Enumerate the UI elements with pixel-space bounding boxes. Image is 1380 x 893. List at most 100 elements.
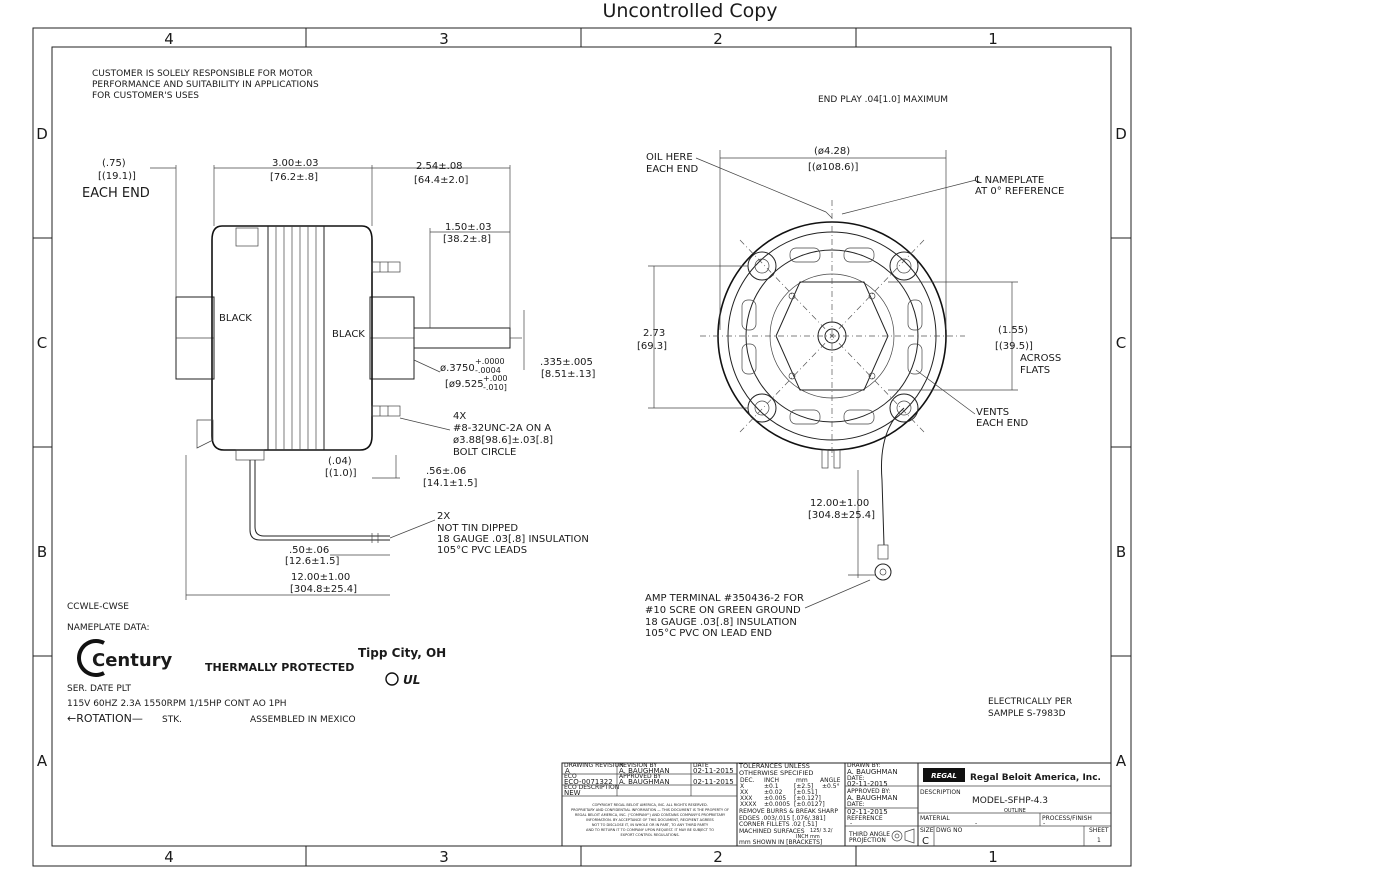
col-label-top-3: 3 (439, 30, 449, 48)
dim-155-in: (1.55) (998, 325, 1028, 336)
dim-273-mm: [69.3] (637, 341, 667, 352)
rotation-arrow-label: ←ROTATION— (67, 712, 143, 725)
tb-eco: ECO-0071322 (564, 778, 613, 786)
tipp-city: Tipp City, OH (358, 646, 446, 660)
electrically-line-1: ELECTRICALLY PER (988, 697, 1072, 707)
tb-proprietary-5: NOT TO DISCLOSE IT, IN WHOLE OR IN PART,… (592, 823, 709, 827)
dim-273-in: 2.73 (643, 328, 665, 339)
shaft-dia-mm-upper: +.000 (483, 374, 508, 383)
amp-terminal-line-2: #10 SCRE ON GREEN GROUND (645, 605, 801, 616)
end-play-note: END PLAY .04[1.0] MAXIMUM (818, 95, 948, 105)
tb-projection-2: PROJECTION (849, 837, 886, 844)
electrically-line-2: SAMPLE S-7983D (988, 709, 1066, 719)
col-label-bottom-1: 1 (988, 848, 998, 866)
nameplate-ser-line: SER. DATE PLT (67, 684, 132, 694)
tb-date3-label: DATE: (847, 801, 865, 808)
ul-mark-text: UL (403, 673, 420, 687)
tb-tol-note-5: mm SHOWN IN [BRACKETS] (739, 839, 822, 846)
leads-gauge: 18 GAUGE .03[.8] INSULATION (437, 534, 589, 545)
title-block-labels: DRAWING REVISION A REVISION BY A. BAUGHM… (564, 762, 1109, 847)
dim-56-mm: [14.1±1.5] (423, 478, 477, 489)
tb-tol-col-dec: DEC. (740, 777, 755, 784)
col-label-bottom-3: 3 (439, 848, 449, 866)
ul-certification-icon: UL (385, 672, 420, 687)
tb-eco-desc: NEW (564, 789, 581, 797)
row-label-right-c: C (1116, 334, 1126, 352)
nameplate-ref-line-1: ℄ NAMEPLATE (974, 175, 1044, 186)
leads-pvc: 105°C PVC LEADS (437, 545, 527, 556)
customer-note: CUSTOMER IS SOLELY RESPONSIBLE FOR MOTOR… (92, 69, 319, 101)
tb-proprietary-4: INFORMATION. BY ACCEPTANCE OF THIS DOCUM… (586, 818, 714, 822)
tb-sheet: 1 (1097, 837, 1101, 844)
dim-254-mm: [64.4±2.0] (414, 175, 468, 186)
col-label-bottom-4: 4 (164, 848, 174, 866)
tb-drawing-revision-label: DRAWING REVISION (564, 762, 624, 769)
tb-tol-r4-dec: XXXX (740, 801, 756, 808)
black-lead-label-left: BLACK (219, 313, 252, 324)
tb-size: C (922, 836, 929, 847)
tb-tol-header-1: TOLERANCES UNLESS (738, 762, 810, 770)
dim-150-in: 1.50±.03 (445, 222, 492, 233)
tb-dwg-label: DWG NO (936, 827, 963, 834)
oil-here-line-1: OIL HERE (646, 152, 693, 163)
nameplate-ref-line-2: AT 0° REFERENCE (975, 186, 1064, 197)
tb-projection-1: THIRD ANGLE (848, 831, 890, 838)
front-view-labels: OIL HERE EACH END (ø4.28) [(ø108.6)] ℄ N… (637, 146, 1064, 639)
tb-date: 02-11-2015 (693, 767, 734, 775)
tb-size-label: SIZE (920, 827, 934, 834)
customer-note-line-1: CUSTOMER IS SOLELY RESPONSIBLE FOR MOTOR (92, 69, 313, 79)
shaft-dia-mm-lower: -.010] (483, 383, 507, 392)
row-label-right-a: A (1116, 752, 1127, 770)
shaft-dia-in: ø.3750 (440, 363, 475, 374)
dim-150-mm: [38.2±.8] (443, 234, 491, 245)
side-view-labels: (.75) [(19.1)] EACH END 3.00±.03 [76.2±.… (82, 158, 595, 595)
row-label-right-d: D (1115, 125, 1127, 143)
shaft-dia-in-upper: +.0000 (475, 357, 505, 366)
regal-logo-icon (923, 768, 965, 782)
nameplate-stk: STK. (162, 715, 182, 725)
row-label-left-b: B (37, 543, 47, 561)
dim-04-in: (.04) (328, 456, 352, 467)
bolt-circle-qty: 4X (453, 411, 466, 422)
tb-approved2: A. BAUGHMAN (847, 794, 898, 802)
tb-proprietary-7: EXPORT CONTROL REGULATIONS. (620, 833, 679, 837)
each-end-dim-mm: [(19.1)] (98, 171, 136, 182)
tb-outline: OUTLINE (1004, 808, 1026, 814)
vents-line-2: EACH END (976, 418, 1028, 429)
tb-revision-by-label: REVISION BY (619, 762, 657, 769)
dim-1200-mm-side: [304.8±25.4] (290, 584, 357, 595)
uncontrolled-copy-title: Uncontrolled Copy (602, 0, 777, 22)
tb-revision-by: A. BAUGHMAN (619, 767, 670, 775)
tb-description-label: DESCRIPTION (920, 789, 961, 796)
shaft-dia-in-lower: -.0004 (475, 366, 501, 375)
vents-line-1: VENTS (976, 407, 1009, 418)
tb-process-label: PROCESS/FINISH (1042, 815, 1092, 822)
col-label-top-1: 1 (988, 30, 998, 48)
tb-eco-desc-label: ECO DESCRIPTION (564, 784, 619, 791)
dim-50-mm: [12.6±1.5] (285, 556, 339, 567)
assembled-in-mexico: ASSEMBLED IN MEXICO (250, 715, 356, 725)
tb-date3: 02-11-2015 (847, 808, 888, 816)
dim-1200-in-side: 12.00±1.00 (291, 572, 350, 583)
dim-300-mm: [76.2±.8] (270, 172, 318, 183)
century-brand-text: Century (92, 650, 173, 671)
tb-tol-r3-inch: ±0.005 (764, 795, 786, 802)
tb-tol-r1-dec: X (740, 783, 744, 790)
frame-column-labels: 4 3 2 1 4 3 2 1 D C B A D C B A (36, 30, 1127, 866)
tb-drawing-revision: A (565, 767, 570, 775)
title-block: REGAL (561, 762, 1112, 847)
dim-335-mm: [8.51±.13] (541, 369, 595, 380)
tb-material-label: MATERIAL (920, 815, 950, 822)
tb-approved2-label: APPROVED BY: (847, 788, 890, 795)
tb-tol-note-4: MACHINED SURFACES (739, 828, 805, 835)
tb-approved-label: APPROVED BY (619, 773, 661, 780)
dim-1200-in-front: 12.00±1.00 (810, 498, 869, 509)
tb-date2-label: DATE: (847, 775, 865, 782)
tb-proprietary-1: COPYRIGHT REGAL BELOIT AMERICA, INC. ALL… (592, 803, 708, 807)
tb-model: MODEL-SFHP-4.3 (972, 796, 1048, 806)
tb-tol-col-mm: mm (796, 777, 808, 784)
dim-428-in: (ø4.28) (814, 146, 850, 157)
tb-tol-col-inch: INCH (764, 777, 779, 784)
nameplate-data-label: NAMEPLATE DATA: (67, 623, 150, 633)
